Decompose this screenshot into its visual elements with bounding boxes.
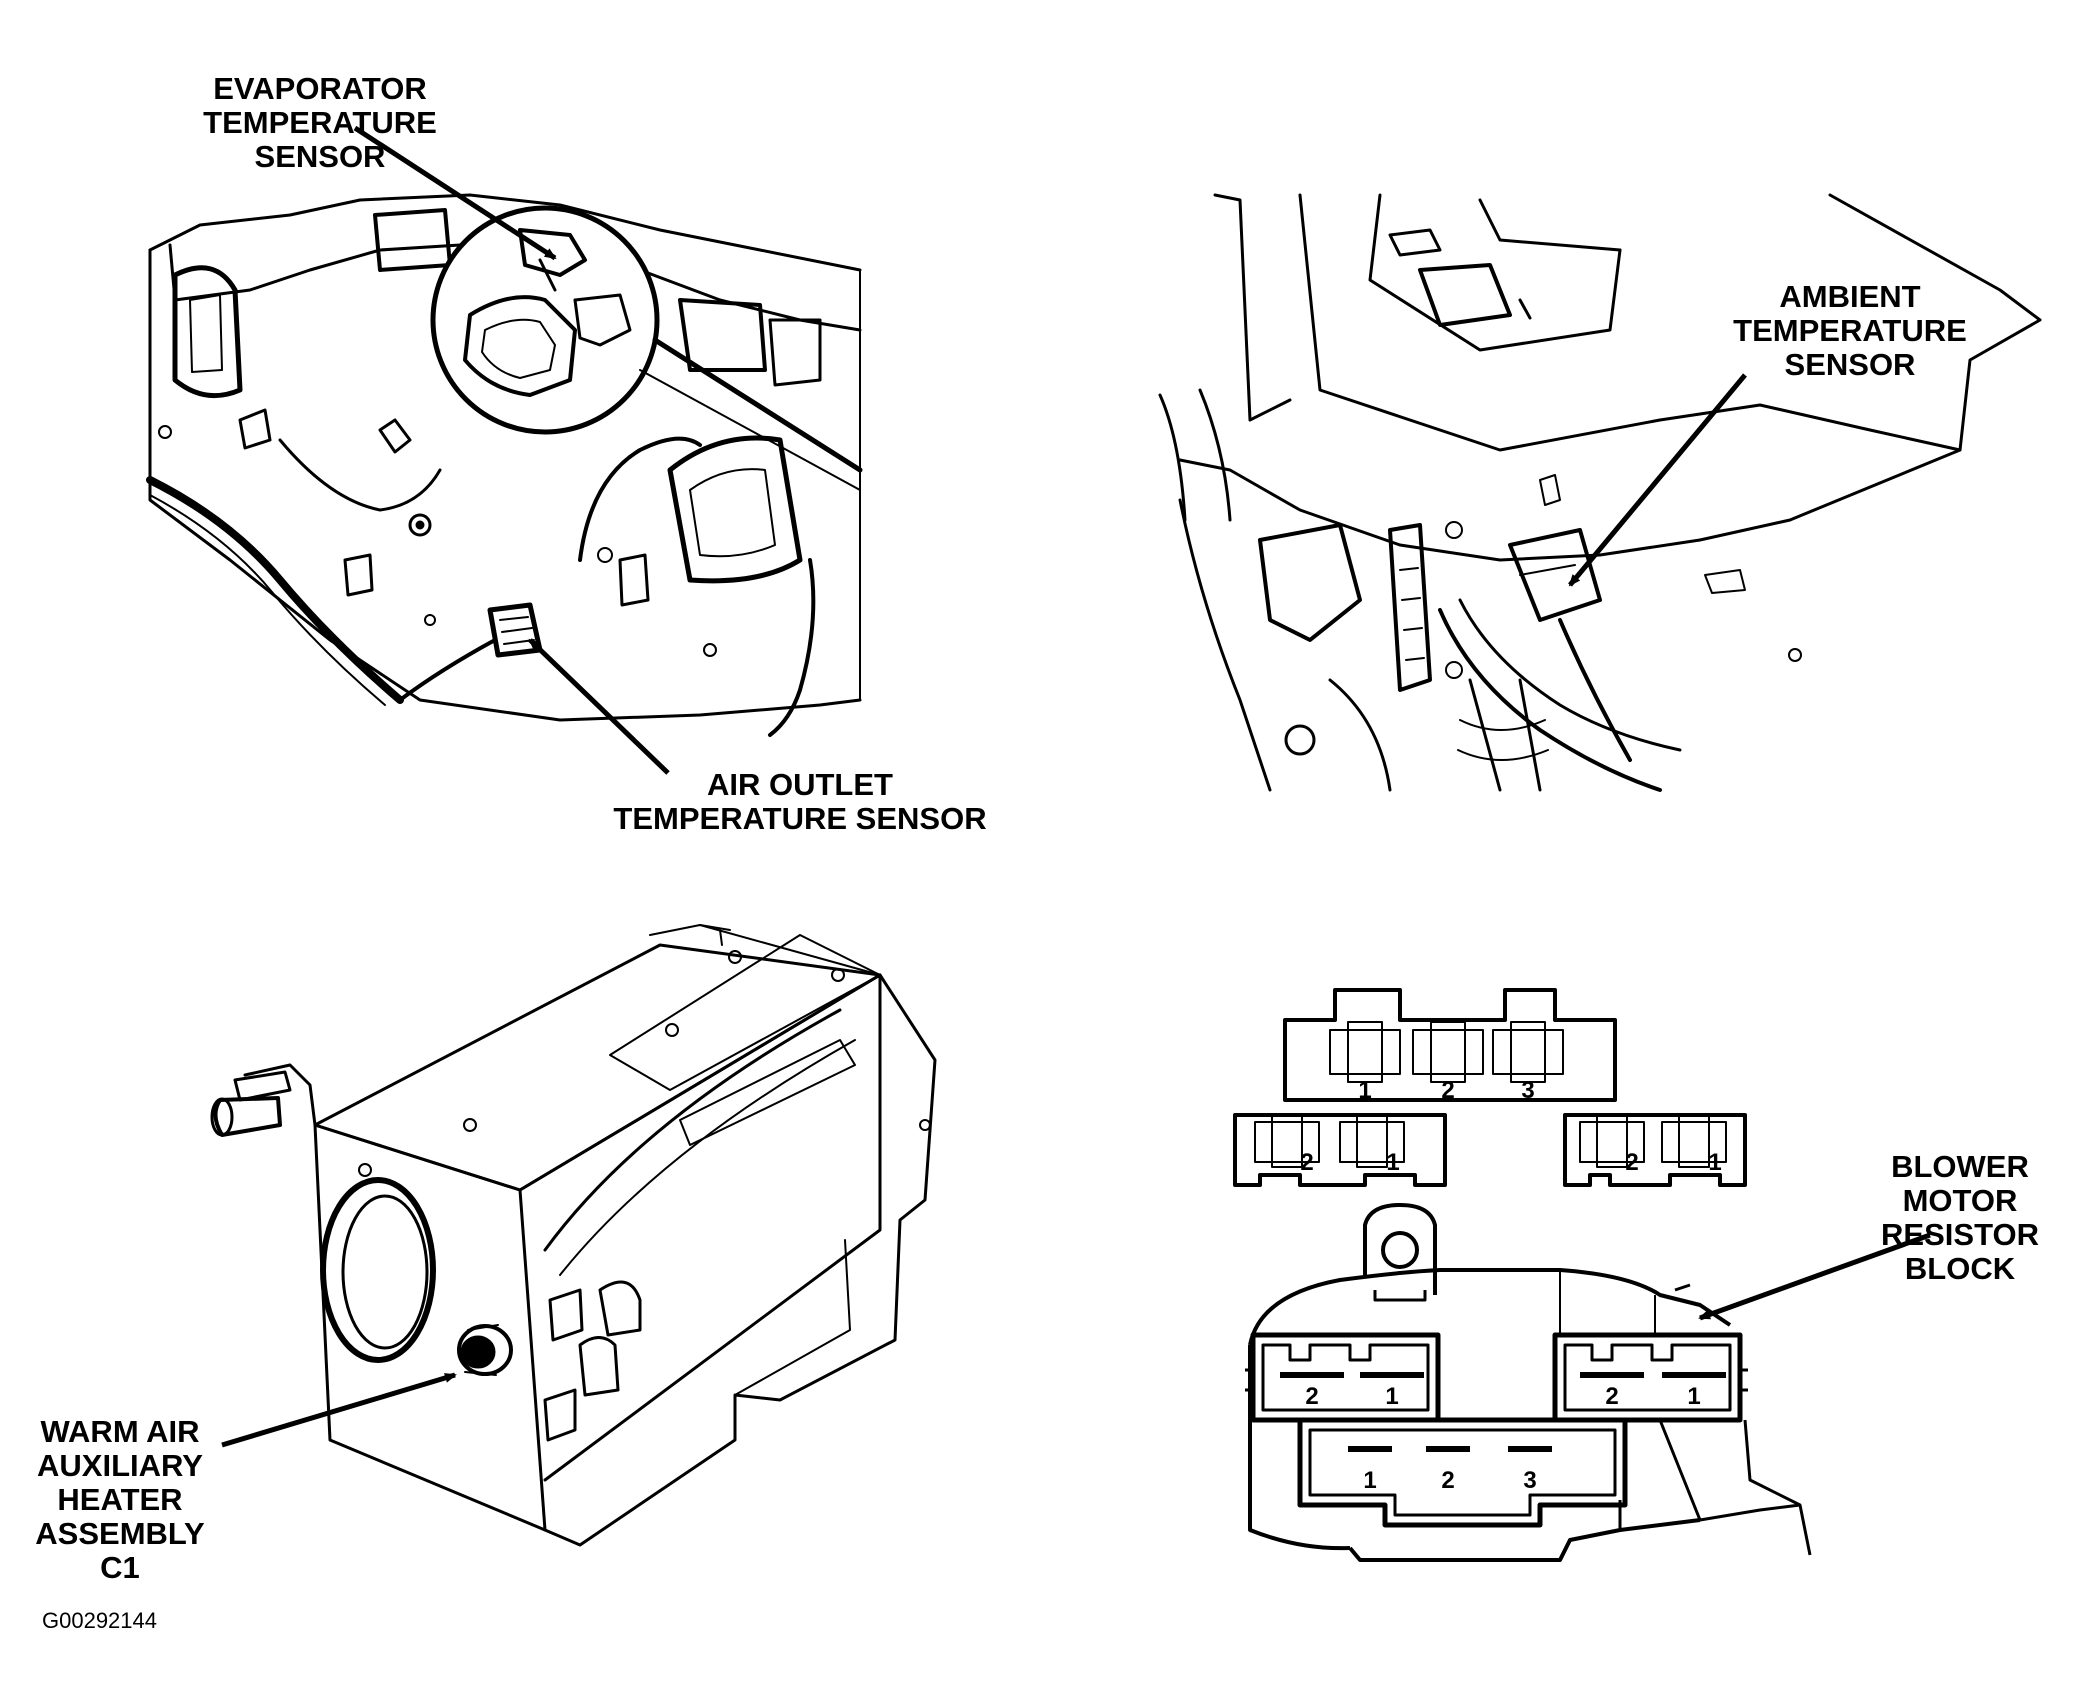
pin-label: 1 [1386,1149,1399,1176]
blower-resistor-label: BLOWER MOTOR RESISTOR BLOCK [1881,1149,2039,1286]
ambient-sensor-label: AMBIENT TEMPERATURE SENSOR [1733,279,1967,382]
ambient-sensor-illustration [1158,193,2042,792]
pin-label: 1 [1708,1149,1721,1176]
pin-label: 2 [1625,1149,1638,1176]
heater-assembly-illustration [210,924,937,1547]
pin-label: 1 [1358,1077,1371,1104]
callout-arrow-ambient [1568,373,1747,587]
warm-air-heater-label: WARM AIR AUXILIARY HEATER ASSEMBLY C1 [35,1414,205,1585]
resistor-block-illustration [1233,988,1812,1562]
pin-label: 2 [1305,1383,1318,1410]
evaporator-sensor-label: EVAPORATOR TEMPERATURE SENSOR [203,71,437,174]
callout-arrow-resistor [1698,1232,1931,1321]
pin-label: 1 [1687,1383,1700,1410]
pin-label: 1 [1385,1383,1398,1410]
pin-label: 2 [1441,1077,1454,1104]
pin-label: 3 [1521,1077,1534,1104]
air-outlet-sensor-label: AIR OUTLET TEMPERATURE SENSOR [613,767,987,836]
callout-arrow-heater [221,1372,457,1448]
hvac-housing-illustration [146,193,863,737]
pin-label: 2 [1300,1149,1313,1176]
pin-label: 2 [1605,1383,1618,1410]
pin-label: 3 [1523,1467,1536,1494]
callout-arrows-top-left [353,125,670,775]
figure-id: G00292144 [42,1608,157,1633]
pin-label: 2 [1441,1467,1454,1494]
pin-label: 1 [1363,1467,1376,1494]
